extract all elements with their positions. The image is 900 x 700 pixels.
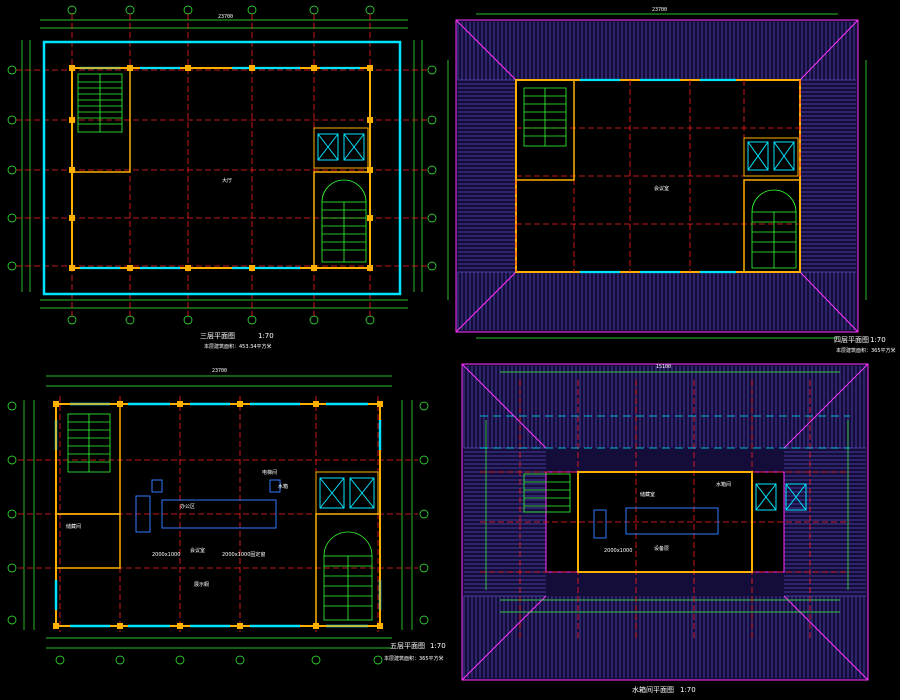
plan-roof-cyan-dashes xyxy=(480,415,850,449)
plan-3-subtitle: 本层建筑面积：453.34平方米 xyxy=(204,343,272,350)
plan-5-label-tank: 水箱 xyxy=(278,483,288,490)
plan-4-stair-left xyxy=(523,87,567,147)
plan-roof-scale: 1:70 xyxy=(680,686,696,694)
plan-4-title: 四层平面图 xyxy=(834,336,869,344)
plan-5-windows xyxy=(54,402,382,628)
plan-roof-label-equipment: 设备层 xyxy=(654,545,669,552)
plan-3-drawing: 23700 大厅 三层平面图 1:70 本层建筑面积：453.34平方米 xyxy=(7,5,437,350)
plan-5-elevator xyxy=(315,471,379,515)
plan-3-columns xyxy=(69,65,373,271)
plan-3-elevator xyxy=(313,127,369,169)
plan-5-axis-bubbles xyxy=(7,401,429,665)
plan-roof-drawing: 15100 水箱间 设备层 2000x1000 储藏室 水箱间平面图 1:70 xyxy=(461,363,869,694)
plan-roof-label-tank-room: 水箱间 xyxy=(716,481,731,488)
plan-5-label-elevator: 电梯间 xyxy=(262,469,277,476)
plan-3-dimensions xyxy=(21,19,423,309)
plan-5-walls xyxy=(55,403,381,627)
plan-3-balcony xyxy=(42,40,402,296)
plan-3-room-label: 大厅 xyxy=(222,177,232,184)
plan-5-dimensions xyxy=(23,375,413,649)
plan-roof-title: 水箱间平面图 xyxy=(632,685,674,694)
plan-5-overall-dim: 23700 xyxy=(212,368,227,374)
plan-4-overall-dim: 23700 xyxy=(652,7,667,13)
plan-5-subtitle: 本层建筑面积：365平方米 xyxy=(384,655,444,662)
plan-roof-walls xyxy=(577,471,753,573)
plan-5-label-office: 办公区 xyxy=(180,503,195,510)
plan-5-stair-right xyxy=(323,531,373,621)
plan-roof-label-storage: 储藏室 xyxy=(640,491,655,498)
plan-4-stair-right xyxy=(751,189,797,269)
plan-5-label-meeting: 会议室 xyxy=(190,547,205,554)
plan-3-stair-left xyxy=(77,73,123,133)
plan-5-label-fixed-window: 2000x1000固定窗 xyxy=(222,551,265,558)
plan-4-scale: 1:70 xyxy=(870,336,886,344)
plan-roof-label-window: 2000x1000 xyxy=(604,548,632,554)
plan-5-stair-left xyxy=(67,413,111,473)
plan-4-windows xyxy=(580,78,736,274)
plan-roof-overall-dim: 15100 xyxy=(656,364,671,370)
plan-5-drawing: 23700 办公区 水箱 会议室 储藏间 展示橱 电梯间 2000x1000固定… xyxy=(7,368,446,665)
plan-4-drawing: 23700 会议室 四层平面图 1:70 本层建筑面积：365平方米 xyxy=(447,7,896,354)
plan-5-scale: 1:70 xyxy=(430,642,446,650)
plan-3-title: 三层平面图 xyxy=(200,332,235,340)
plan-4-subtitle: 本层建筑面积：365平方米 xyxy=(836,347,896,354)
plan-3-overall-dim: 23700 xyxy=(218,14,233,20)
plan-4-dimensions xyxy=(447,13,867,339)
plan-5-label-storage: 储藏间 xyxy=(66,523,81,530)
plan-5-label-window: 2000x1000 xyxy=(152,552,180,558)
plan-3-stair-right xyxy=(321,179,367,263)
plan-5-label-display: 展示橱 xyxy=(194,581,209,588)
plan-4-elevator xyxy=(743,137,799,177)
plan-5-title: 五层平面图 xyxy=(390,642,425,650)
plan-3-axis-grid xyxy=(16,14,428,316)
plan-5-furniture xyxy=(135,479,281,533)
plan-4-room-label: 会议室 xyxy=(654,185,669,192)
plan-5-columns xyxy=(53,401,383,629)
plan-roof-stair xyxy=(523,473,571,513)
plan-roof-furniture xyxy=(593,507,719,539)
plan-roof-elevator xyxy=(755,483,807,511)
plan-3-scale: 1:70 xyxy=(258,332,274,340)
